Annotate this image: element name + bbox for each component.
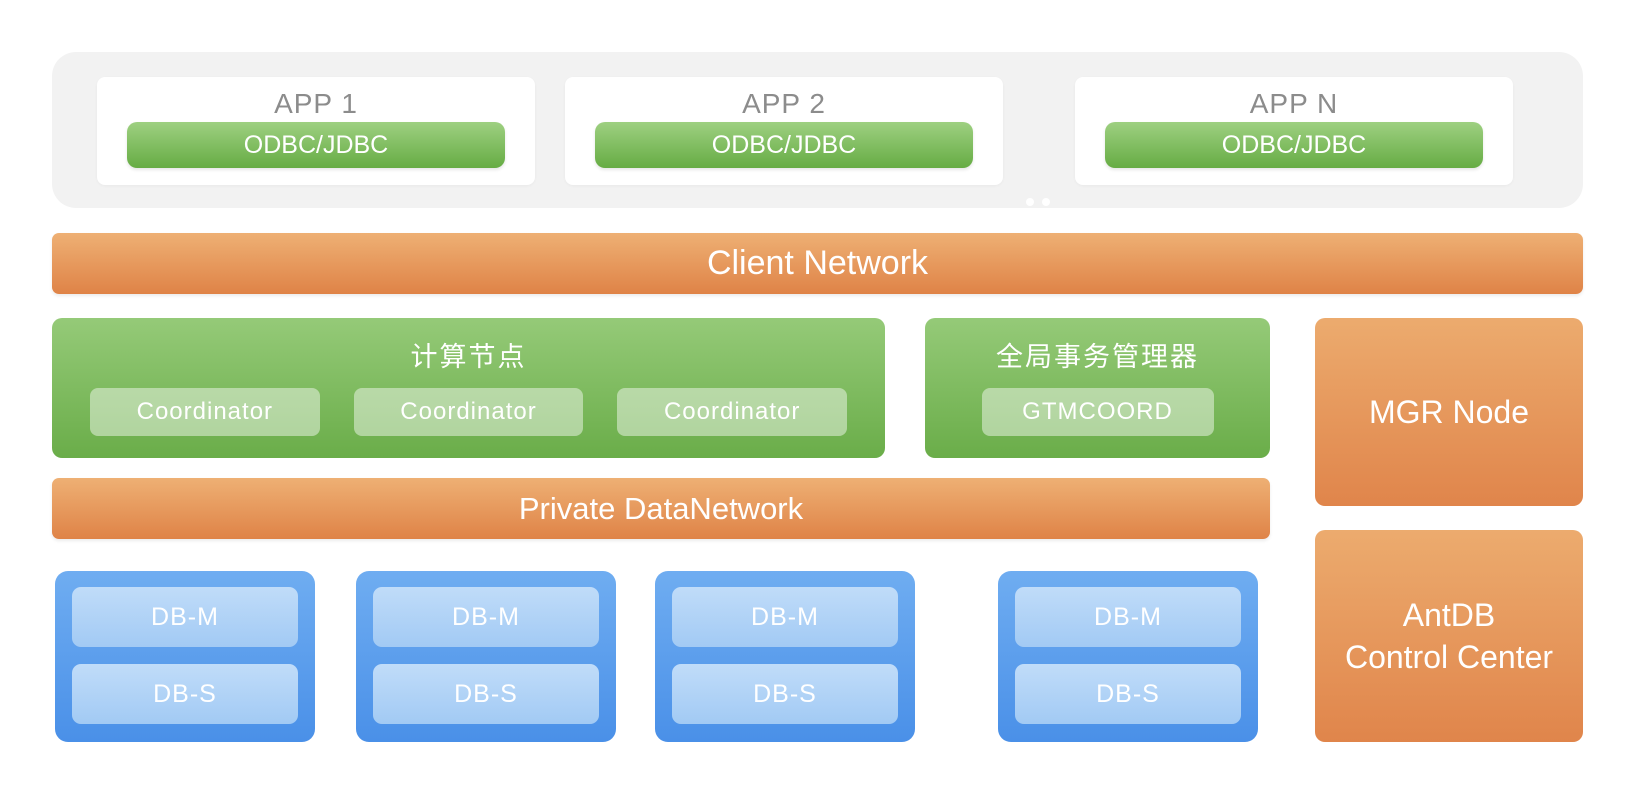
db-standby-block: DB-S — [72, 664, 298, 724]
ellipsis-dot — [1026, 198, 1034, 206]
app-title: APP 1 — [274, 88, 358, 119]
private-data-network-bar: Private DataNetwork — [52, 478, 1270, 539]
coordinator-row: Coordinator Coordinator Coordinator — [52, 388, 885, 436]
ellipsis-dot — [1042, 198, 1050, 206]
db-master-block: DB-M — [72, 587, 298, 647]
app-card-1: APP 1 ODBC/JDBC — [97, 77, 535, 185]
private-data-network-label: Private DataNetwork — [518, 490, 804, 526]
compute-node-title: 计算节点 — [410, 342, 527, 372]
application-layer-panel: APP 1 ODBC/JDBC APP 2 ODBC/JDBC APP N OD… — [52, 52, 1583, 259]
data-node-group-2: DB-M DB-S — [356, 571, 616, 742]
coordinator-block: Coordinator — [90, 388, 320, 436]
odbc-jdbc-block: ODBC/JDBC — [127, 122, 505, 168]
app-title: APP 2 — [742, 88, 826, 119]
coordinator-block: Coordinator — [353, 388, 584, 436]
data-node-group-3: DB-M DB-S — [655, 571, 915, 742]
mgr-node-label: MGR Node — [1368, 393, 1530, 430]
odbc-jdbc-block: ODBC/JDBC — [1105, 122, 1483, 168]
db-standby-block: DB-S — [1015, 664, 1241, 724]
app-card-n: APP N ODBC/JDBC — [1075, 77, 1513, 185]
mgr-node-box: MGR Node — [1315, 318, 1583, 506]
db-master-block: DB-M — [373, 587, 599, 647]
antdb-control-center-box: AntDB Control Center — [1315, 530, 1583, 742]
app-card-2: APP 2 ODBC/JDBC — [565, 77, 1003, 185]
compute-node-box: 计算节点 Coordinator Coordinator Coordinator — [52, 318, 885, 458]
db-master-block: DB-M — [672, 587, 898, 647]
app-title: APP N — [1249, 88, 1339, 119]
db-standby-block: DB-S — [373, 664, 599, 724]
db-standby-block: DB-S — [672, 664, 898, 724]
db-master-block: DB-M — [1015, 587, 1241, 647]
data-node-group-1: DB-M DB-S — [55, 571, 315, 742]
gtm-box: 全局事务管理器 GTMCOORD — [925, 318, 1270, 458]
gtmcoord-block: GTMCOORD — [981, 388, 1214, 436]
data-node-group-4: DB-M DB-S — [998, 571, 1258, 742]
gtmcoord-row: GTMCOORD — [925, 388, 1270, 436]
antdb-control-center-line2: Control Center — [1344, 639, 1554, 675]
gtm-title: 全局事务管理器 — [996, 342, 1199, 372]
client-network-bar: Client Network — [52, 233, 1583, 294]
coordinator-block: Coordinator — [617, 388, 848, 436]
antdb-control-center-line1: AntDB — [1402, 596, 1496, 633]
odbc-jdbc-block: ODBC/JDBC — [595, 122, 973, 168]
client-network-label: Client Network — [706, 244, 929, 282]
